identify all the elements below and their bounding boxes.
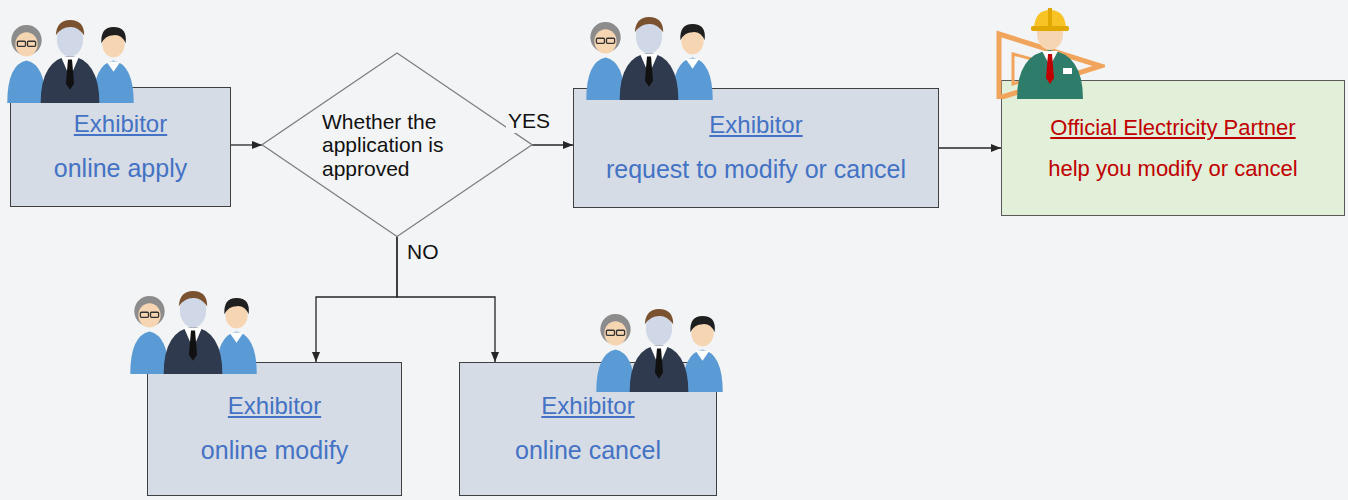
edge-label: YES xyxy=(506,109,552,133)
edge-label: NO xyxy=(405,240,441,264)
partner-box: Official Electricity Partner help you mod… xyxy=(1001,80,1345,216)
exhibitor-icon xyxy=(130,291,256,374)
decision-diamond: Whether the application is approved xyxy=(262,53,532,236)
process-box: Exhibitor online apply xyxy=(10,87,231,207)
process-box: Exhibitor request to modify or cancel xyxy=(573,88,939,208)
flow-arrow xyxy=(231,144,262,145)
diamond-outline xyxy=(262,53,532,236)
flow-arrow xyxy=(397,237,495,362)
box-heading: Whether the application is approved xyxy=(322,110,472,181)
box-heading: Official Electricity Partner xyxy=(1050,114,1295,142)
box-heading: Exhibitor xyxy=(228,391,321,421)
box-heading: Exhibitor xyxy=(74,109,167,139)
flow-arrow xyxy=(532,144,573,145)
exhibitor-icon xyxy=(596,309,722,392)
box-body: help you modify or cancel xyxy=(1048,155,1297,183)
exhibitor-icon xyxy=(586,17,712,100)
box-heading: Exhibitor xyxy=(709,110,802,140)
box-heading: Exhibitor xyxy=(541,391,634,421)
process-box: Exhibitor online cancel xyxy=(459,362,717,496)
flow-arrow xyxy=(939,147,1001,148)
process-box: Exhibitor online modify xyxy=(147,362,402,496)
exhibitor-icon xyxy=(7,20,133,103)
box-body: request to modify or cancel xyxy=(606,154,906,185)
flow-arrow xyxy=(316,237,397,362)
box-body: online apply xyxy=(54,153,187,184)
box-body: online modify xyxy=(201,435,348,466)
engineer-icon xyxy=(999,8,1101,99)
box-body: online cancel xyxy=(515,435,661,466)
